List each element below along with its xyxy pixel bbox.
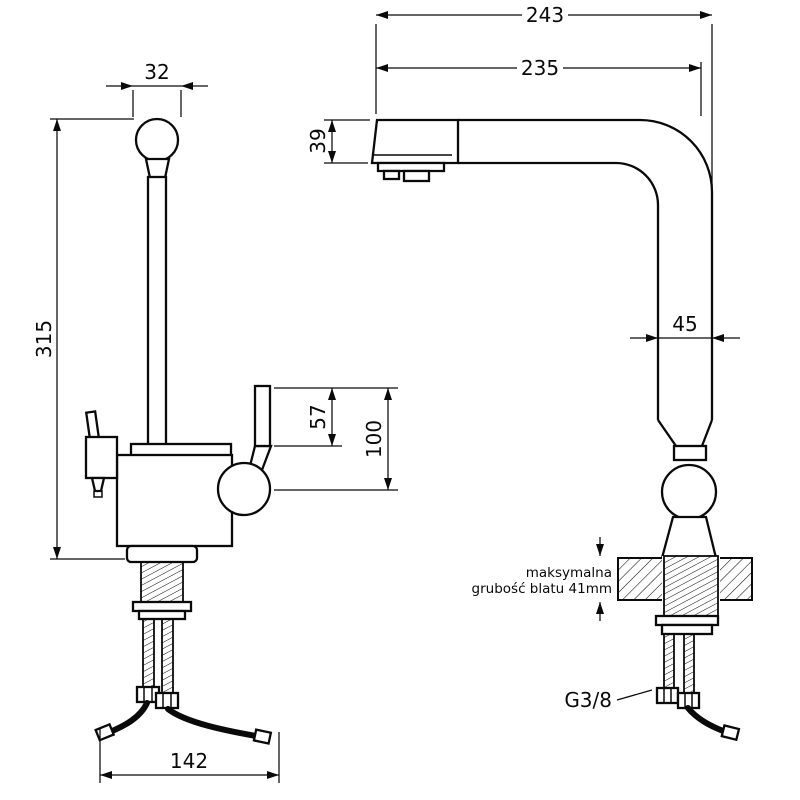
side-view: 243 235 39 45 maksymalna grubość blatu 4… (306, 3, 753, 742)
dim-handle-height-label: 57 (306, 404, 330, 429)
front-filter-spout-tip (90, 476, 106, 493)
front-faucet (84, 117, 273, 745)
counter-note-line1: maksymalna (526, 565, 612, 581)
counter-section (596, 537, 753, 621)
dim-overall-depth-label: 243 (526, 3, 564, 27)
side-aerator-nub (382, 169, 401, 181)
front-handle-lever (253, 384, 272, 448)
side-hose (685, 705, 729, 735)
front-view: 32 315 57 100 142 (32, 60, 398, 783)
front-stud-right (161, 618, 174, 694)
thread-size-label: G3/8 (564, 688, 653, 712)
dim-column-width: 45 (630, 312, 740, 342)
side-spout-head (370, 118, 460, 165)
side-hose-end (720, 724, 741, 742)
front-mounting-nut-bottom (137, 609, 187, 621)
front-hose-right-end (252, 728, 273, 745)
front-stud-left (142, 618, 155, 688)
side-mounting-nut-top (654, 614, 720, 627)
front-threaded-shank (140, 561, 184, 607)
dim-column-width-label: 45 (672, 312, 697, 336)
dim-total-height-label: 315 (32, 320, 56, 358)
side-base (660, 515, 718, 560)
front-base-flange (125, 544, 199, 564)
dim-spout-height-label: 39 (306, 128, 330, 153)
front-hose-right (165, 706, 259, 739)
front-hex-fitting-right (154, 691, 180, 710)
dim-body-height: 100 (274, 388, 398, 491)
front-body (115, 453, 234, 548)
front-filter-lever (84, 410, 101, 441)
front-filter-spout-end (93, 490, 103, 498)
dim-spout-reach-label: 235 (521, 56, 559, 80)
front-head-ball (134, 117, 180, 163)
side-faucet (370, 118, 718, 560)
front-aerator (144, 157, 171, 180)
side-neck-taper (657, 419, 714, 447)
thread-size-text: G3/8 (564, 688, 612, 712)
dim-handle-height: 57 (274, 387, 398, 447)
side-stud-right (683, 633, 695, 694)
front-hose-left-end (94, 722, 116, 742)
side-aerator (376, 161, 446, 173)
side-threaded-shank (663, 555, 719, 617)
front-riser-pipe (146, 175, 168, 447)
side-hardware (654, 614, 741, 742)
leader-line (616, 689, 653, 701)
dim-head-width: 32 (106, 60, 208, 117)
dim-base-width-label: 142 (170, 749, 208, 773)
dim-overall-depth: 243 (375, 3, 713, 186)
front-filter-valve (84, 435, 119, 480)
side-spout-inner-edge (458, 161, 660, 420)
counter-note: maksymalna grubość blatu 41mm (472, 565, 612, 597)
side-mounting-nut-bottom (660, 623, 714, 636)
counter-note-line2: grubość blatu 41mm (472, 581, 612, 597)
dim-base-width: 142 (99, 728, 280, 783)
side-aerator-nub (402, 169, 431, 183)
front-joint-ball (216, 461, 272, 517)
dim-head-width-label: 32 (144, 60, 169, 84)
side-collar (672, 444, 708, 462)
dim-body-height-label: 100 (362, 420, 386, 458)
dim-spout-reach: 235 (376, 56, 702, 116)
dim-spout-height: 39 (306, 119, 370, 164)
dim-total-height: 315 (32, 118, 134, 560)
side-spout-outer-edge (458, 118, 714, 420)
side-hex-fitting-left (655, 686, 680, 705)
side-joint-ball (660, 463, 718, 521)
front-hose-left (107, 700, 150, 735)
side-stud-left (663, 633, 675, 689)
front-mounting-nut-top (131, 600, 193, 613)
